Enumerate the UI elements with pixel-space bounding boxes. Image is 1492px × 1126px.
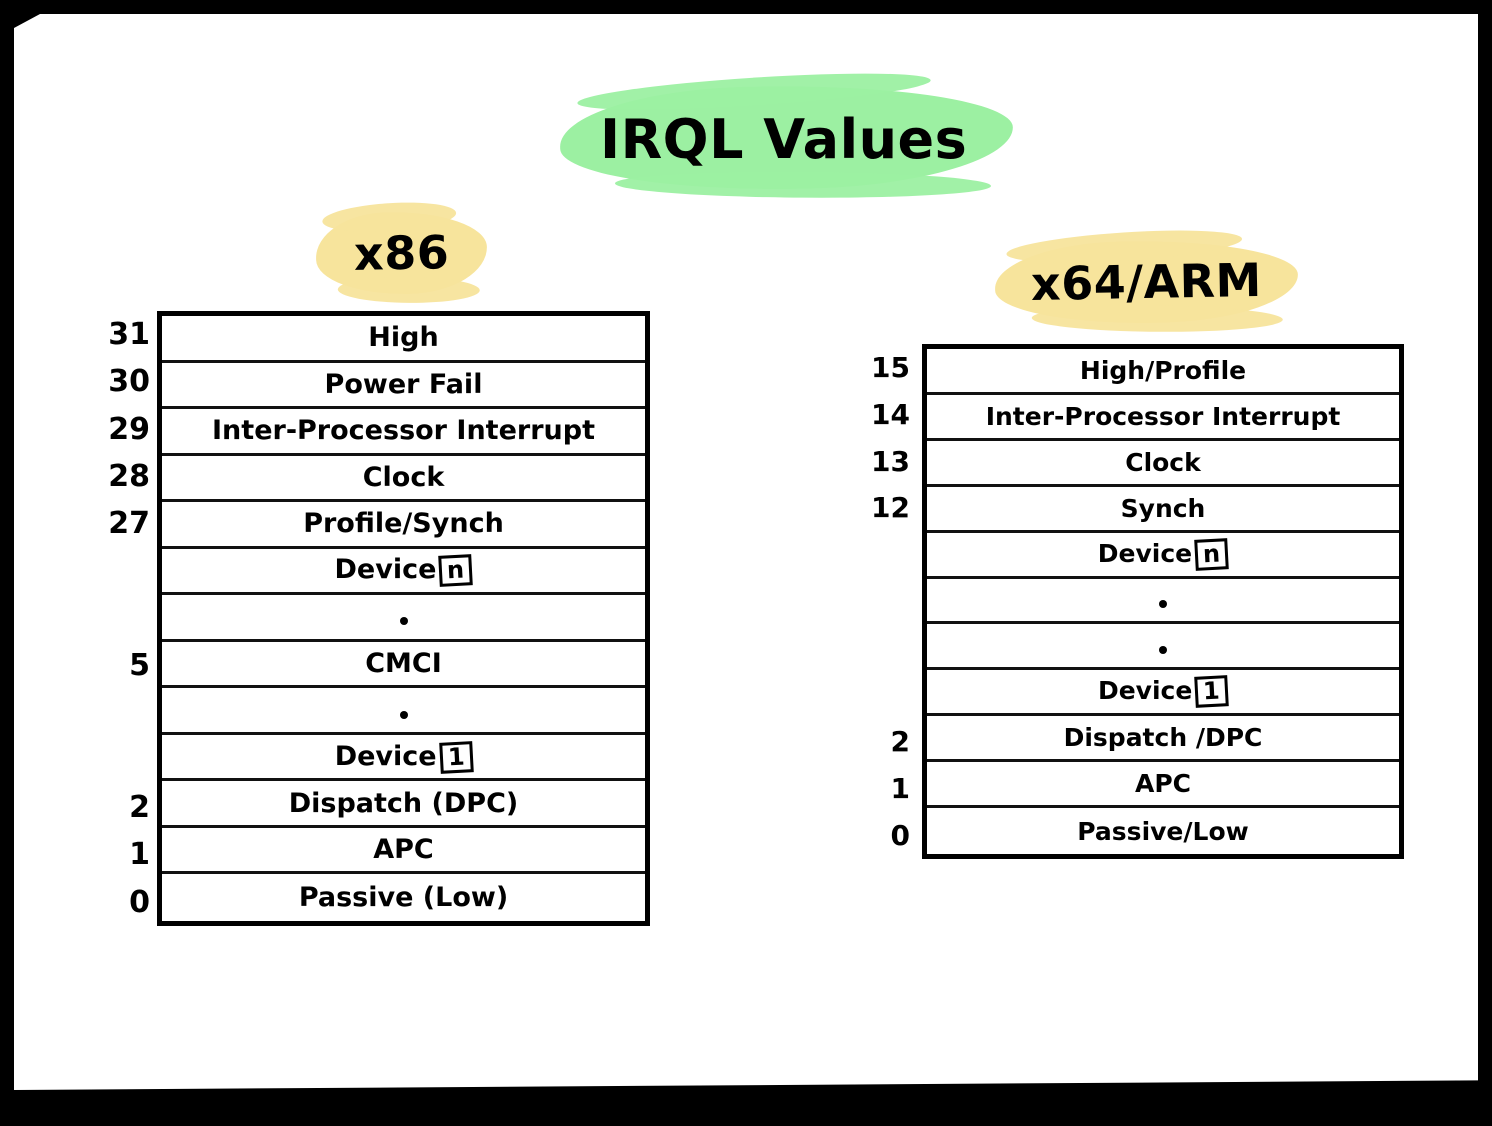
table-row: Clock	[927, 441, 1399, 487]
vertical-ellipsis-dot	[1159, 646, 1167, 655]
x64arm-irql-number: 12	[871, 491, 910, 525]
x86-irql-number: 31	[108, 317, 150, 353]
x86-row-label	[399, 601, 408, 632]
x86-irql-number: 0	[129, 884, 150, 920]
x86-row-label: High	[368, 322, 439, 354]
x86-heading-text: x86	[353, 225, 450, 281]
x86-irql-number: 29	[108, 411, 150, 447]
table-row: APC	[162, 828, 645, 875]
table-row: Dispatch /DPC	[927, 716, 1399, 763]
x64arm-irql-number-blank	[862, 672, 914, 719]
x86-row-label: Clock	[362, 461, 445, 493]
table-row: CMCI	[162, 642, 645, 689]
x86-irql-number-column: 31 30 29 28 27 5 2 1 0	[102, 311, 154, 926]
x64arm-row-label	[1159, 631, 1167, 660]
x64arm-heading-text: x64/ARM	[1030, 252, 1263, 312]
x64arm-irql-number-blank	[862, 578, 914, 625]
x64arm-row-label: APC	[1134, 769, 1192, 799]
table-row	[927, 579, 1399, 625]
table-row: Synch	[927, 487, 1399, 533]
x86-row-label: Power Fail	[324, 368, 483, 400]
x64arm-irql-number-blank	[862, 625, 914, 672]
table-row: Clock	[162, 456, 645, 503]
table-row: Profile/Synch	[162, 502, 645, 549]
x86-irql-number: 2	[129, 790, 150, 826]
boxed-index-n: n	[1194, 537, 1230, 571]
x86-row-label	[399, 695, 408, 726]
x64arm-irql-number-blank	[862, 531, 914, 578]
x64arm-row-label	[1159, 585, 1167, 614]
x86-irql-number: 27	[108, 506, 150, 542]
x64arm-irql-number: 0	[890, 819, 910, 853]
x86-row-label: Inter-Processor Interrupt	[212, 415, 595, 447]
x64arm-irql-number-column: 15 14 13 12 2 1 0	[862, 344, 914, 859]
x64arm-row-label: Passive/Low	[1077, 816, 1249, 846]
vertical-ellipsis-dot	[399, 710, 408, 719]
x64arm-irql-number: 1	[890, 772, 910, 806]
x86-irql-number-blank	[102, 595, 154, 642]
x86-row-label: APC	[373, 834, 434, 866]
table-row: Power Fail	[162, 363, 645, 410]
x64arm-irql-number: 13	[871, 444, 910, 478]
table-row: High	[162, 316, 645, 363]
boxed-index-1: 1	[438, 740, 474, 774]
table-row: Passive (Low)	[162, 874, 645, 921]
table-row: Dispatch (DPC)	[162, 781, 645, 828]
x64arm-row-label: Clock	[1125, 447, 1201, 477]
table-row: High/Profile	[927, 349, 1399, 395]
x64arm-heading: x64/ARM	[994, 237, 1299, 327]
page-title: IRQL Values	[558, 81, 1015, 194]
table-row: Inter-Processor Interrupt	[927, 395, 1399, 441]
x86-row-label: Passive (Low)	[298, 882, 509, 914]
x64arm-irql-number: 2	[890, 725, 910, 759]
x86-irql-number: 5	[129, 648, 150, 684]
x86-irql-number-blank	[102, 547, 154, 594]
x86-row-label: Dispatch (DPC)	[288, 787, 519, 819]
boxed-index-1: 1	[1194, 675, 1229, 709]
x86-irql-number: 30	[108, 364, 150, 400]
x64arm-irql-number: 14	[871, 397, 910, 431]
x64arm-irql-number: 15	[871, 350, 910, 384]
x86-row-label: CMCI	[365, 647, 442, 679]
boxed-index-n: n	[438, 554, 474, 588]
x86-irql-number: 28	[108, 459, 150, 495]
table-row: Inter-Processor Interrupt	[162, 409, 645, 456]
x64arm-row-label: High/Profile	[1079, 355, 1247, 385]
vertical-ellipsis-dot	[1159, 600, 1167, 609]
table-row	[162, 688, 645, 735]
x86-heading: x86	[315, 210, 489, 296]
table-row: APC	[927, 762, 1399, 809]
x86-irql-number-blank	[102, 737, 154, 784]
table-row	[162, 595, 645, 642]
x64arm-row-label: Synch	[1120, 493, 1206, 523]
table-row	[927, 624, 1399, 671]
page-title-text: IRQL Values	[600, 108, 968, 171]
x86-irql-number-blank	[102, 689, 154, 736]
vertical-ellipsis-dot	[399, 617, 408, 626]
whiteboard-canvas: IRQL Values x86 x64/ARM 31 30 29 28 27 5 2 1 0 H…	[14, 14, 1478, 1090]
table-row: Passive/Low	[927, 808, 1399, 854]
x86-irql-number: 1	[129, 837, 150, 873]
x64arm-row-label: Dispatch /DPC	[1063, 723, 1263, 753]
x86-row-label: Profile/Synch	[303, 508, 504, 540]
x64arm-row-label: Inter-Processor Interrupt	[985, 401, 1341, 431]
